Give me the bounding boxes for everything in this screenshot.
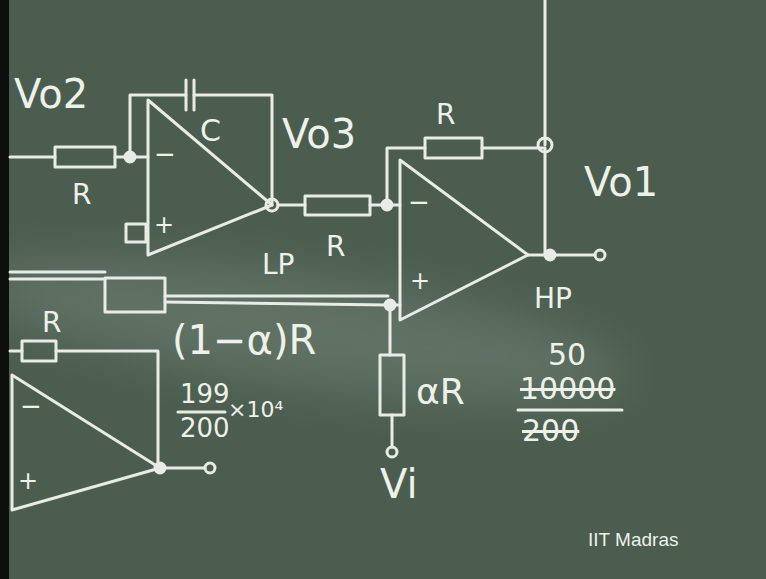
chalk-smudge bbox=[0, 230, 634, 431]
resistor-symbol bbox=[425, 138, 482, 158]
calculation-note: 200 bbox=[180, 414, 230, 443]
junction-dot bbox=[155, 463, 165, 473]
component-name: R bbox=[42, 308, 61, 339]
feedback-wire bbox=[387, 148, 545, 255]
component-name: (1−α)R bbox=[172, 318, 316, 362]
calculation-note: 50 bbox=[548, 338, 586, 371]
resistor-symbol bbox=[22, 341, 56, 361]
input-sign: − bbox=[154, 140, 176, 169]
calculation-note: ×10⁴ bbox=[228, 398, 283, 422]
component-name: R bbox=[436, 100, 455, 131]
output-tag: LP bbox=[262, 250, 294, 281]
input-sign: + bbox=[154, 212, 174, 238]
junction-node bbox=[538, 138, 552, 152]
input-wire bbox=[10, 272, 400, 305]
feedback-wire bbox=[10, 351, 158, 468]
calculation-note: 10000 bbox=[520, 372, 615, 405]
input-sign: − bbox=[408, 188, 430, 217]
output-feedback-wire bbox=[544, 0, 547, 145]
junction-dot bbox=[125, 152, 135, 162]
component-name: αR bbox=[416, 372, 465, 412]
component-name: R bbox=[326, 232, 345, 263]
input-sign: + bbox=[18, 468, 38, 494]
ground-resistor-symbol bbox=[126, 224, 146, 242]
input-wire bbox=[390, 305, 392, 447]
output-tag: HP bbox=[534, 284, 572, 315]
resistor-symbol bbox=[105, 278, 165, 312]
signal-name: Vo2 bbox=[14, 72, 88, 116]
output-terminal bbox=[595, 250, 605, 260]
resistor-symbol bbox=[55, 147, 115, 167]
resistor-symbol bbox=[380, 355, 404, 415]
capacitor-symbol bbox=[186, 80, 194, 110]
output-wire bbox=[528, 254, 595, 257]
watermark: IIT Madras bbox=[588, 530, 678, 551]
input-terminal bbox=[387, 447, 397, 457]
junction-dot bbox=[545, 250, 555, 260]
opamp-triangle bbox=[148, 100, 272, 255]
output-terminal bbox=[205, 463, 215, 473]
calculation-note: 200 bbox=[522, 414, 579, 447]
opamp-triangle bbox=[400, 160, 528, 320]
signal-name: Vo1 bbox=[584, 160, 658, 204]
component-name: C bbox=[200, 114, 221, 147]
opamp-triangle bbox=[12, 375, 160, 510]
output-node bbox=[266, 199, 278, 211]
resistor-symbol bbox=[305, 196, 370, 215]
signal-name: Vi bbox=[380, 462, 418, 506]
output-wire bbox=[160, 467, 205, 470]
board-edge bbox=[0, 0, 9, 579]
calculation-note: 199 bbox=[180, 380, 230, 409]
fraction-bar bbox=[518, 409, 622, 412]
signal-name: Vo3 bbox=[282, 112, 356, 156]
input-sign: + bbox=[410, 268, 430, 294]
input-sign: − bbox=[20, 392, 42, 421]
component-name: R bbox=[72, 180, 91, 211]
